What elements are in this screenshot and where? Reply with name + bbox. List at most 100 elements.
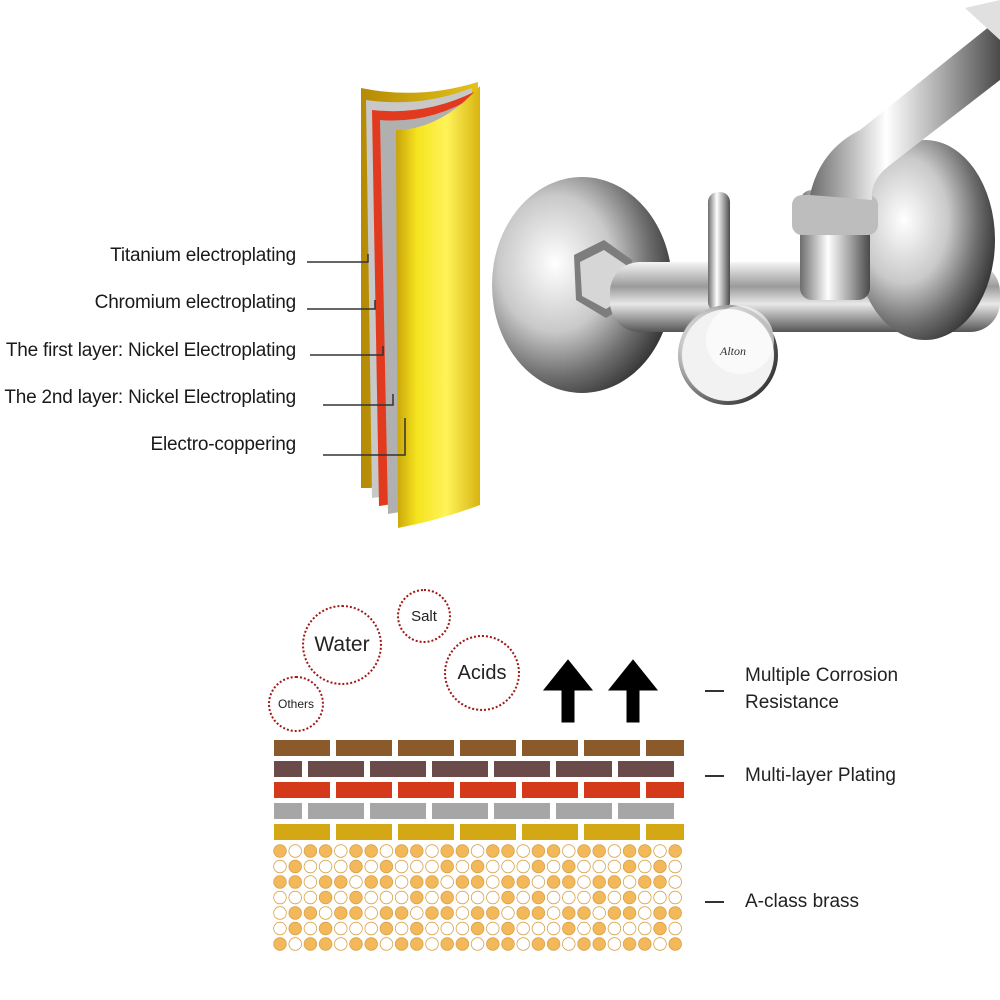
brass-grain [607, 890, 622, 905]
brass-grain [410, 875, 424, 889]
brass-grain [531, 921, 546, 936]
brass-grain [470, 890, 485, 905]
brass-grain [562, 906, 576, 920]
brass-grain [455, 859, 470, 874]
brass-grain [303, 937, 318, 951]
brass-grain [486, 890, 500, 905]
brass-grain [394, 875, 409, 889]
brass-grain [410, 844, 424, 858]
brass-grain [486, 844, 500, 858]
plating-brick [584, 824, 640, 840]
brass-grain [577, 859, 591, 874]
brass-grain [303, 921, 318, 936]
brass-grain [638, 859, 652, 874]
plating-brick [618, 803, 674, 819]
layer-label-titanium: Titanium electroplating [110, 245, 296, 266]
brass-grain [364, 937, 378, 951]
leader-lines [307, 254, 406, 456]
brass-grain [486, 875, 500, 889]
brass-grain [288, 906, 302, 920]
brass-grain [546, 875, 561, 889]
brass-grain [425, 859, 439, 874]
brass-grain [440, 875, 454, 889]
plating-brick [460, 740, 516, 756]
brass-grain [334, 875, 348, 889]
brass-grain [273, 906, 287, 920]
legend-dash-brass [705, 901, 724, 903]
upward-arrows [542, 659, 659, 723]
plating-brick [522, 782, 578, 798]
brass-grain [288, 890, 302, 905]
brass-grain [486, 921, 500, 936]
brass-grain [577, 875, 591, 889]
brass-grain [318, 906, 333, 920]
brass-grain [622, 921, 637, 936]
brass-grain [562, 859, 576, 874]
brass-grain [410, 859, 424, 874]
brass-grain [394, 921, 409, 936]
layer-label-chromium: Chromium electroplating [94, 292, 297, 313]
brass-grain [455, 844, 470, 858]
brass-grain [607, 875, 622, 889]
brass-grain [577, 937, 591, 951]
brass-grain [334, 844, 348, 858]
brass-grain [440, 844, 454, 858]
brass-grain [668, 875, 682, 889]
brass-grain [364, 859, 378, 874]
brass-grain [303, 875, 318, 889]
brass-grain [394, 906, 409, 920]
brass-grain [273, 890, 287, 905]
brass-grain [394, 859, 409, 874]
plating-brick [308, 803, 364, 819]
plating-layers-cylinder [307, 82, 480, 528]
brass-grain [501, 937, 515, 951]
plating-brick [398, 782, 454, 798]
brass-grain [622, 890, 637, 905]
brass-grain [349, 844, 363, 858]
brass-grain [470, 937, 485, 951]
brass-grain [334, 890, 348, 905]
plating-brick [618, 761, 674, 777]
brass-grain [334, 921, 348, 936]
plating-brick [460, 782, 516, 798]
brass-grain [364, 906, 378, 920]
brass-grain [668, 844, 682, 858]
brass-grain [622, 844, 637, 858]
brass-grain [455, 906, 470, 920]
brass-grain [455, 937, 470, 951]
plating-brick [308, 761, 364, 777]
brass-grain [592, 875, 606, 889]
brass-grain [455, 921, 470, 936]
brass-grain [394, 937, 409, 951]
brass-grain [379, 937, 394, 951]
brass-grain [501, 859, 515, 874]
brass-grain [425, 875, 439, 889]
plating-brick [522, 824, 578, 840]
brass-grain [562, 875, 576, 889]
brass-grain [577, 906, 591, 920]
brass-grain [470, 906, 485, 920]
brass-grain [653, 921, 667, 936]
brass-grain [668, 859, 682, 874]
brass-grain [622, 875, 637, 889]
legend-dash-plating [705, 775, 724, 777]
brass-grain [318, 859, 333, 874]
legend-a-class-brass: A-class brass [745, 891, 860, 912]
brass-grain [364, 890, 378, 905]
brass-grain [425, 937, 439, 951]
threat-bubble-salt: Salt [397, 589, 451, 643]
legend-dash-resistance [705, 690, 724, 692]
brass-grain [531, 844, 546, 858]
brass-grain [577, 890, 591, 905]
brass-grain [562, 844, 576, 858]
chrome-faucet-image [492, 0, 1000, 405]
layer-label-nickel-second: The 2nd layer: Nickel Electroplating [4, 387, 296, 408]
brass-grain [653, 937, 667, 951]
brass-grain [546, 859, 561, 874]
brass-grain [273, 844, 287, 858]
brass-grain [394, 844, 409, 858]
brass-grain [607, 844, 622, 858]
brass-grain [622, 906, 637, 920]
legend-multi-layer-plating: Multi-layer Plating [745, 765, 896, 786]
